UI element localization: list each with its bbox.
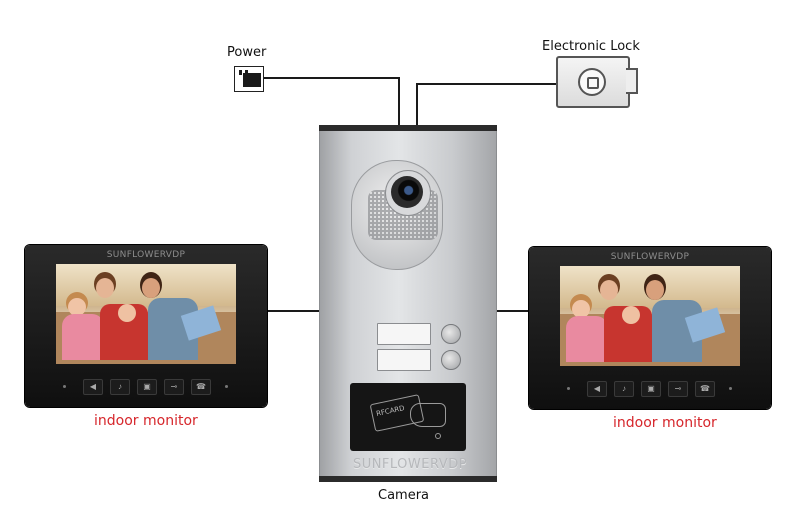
- panel-brand: SUNFLOWERVDP: [352, 457, 468, 472]
- volume-icon[interactable]: ◀: [587, 381, 607, 397]
- electronic-lock-icon: [556, 56, 638, 108]
- power-wire-vertical: [398, 77, 400, 127]
- talk-icon[interactable]: ♪: [614, 381, 634, 397]
- monitor-icon[interactable]: ▣: [137, 379, 157, 395]
- electronic-lock-label: Electronic Lock: [542, 39, 640, 54]
- indoor-monitor-left-label: indoor monitor: [94, 413, 198, 429]
- indoor-monitor-right: SUNFLOWERVDP ◀ ♪ ▣ ⊸ ☎: [529, 247, 771, 409]
- hand-icon: [410, 403, 446, 427]
- hangup-icon[interactable]: ☎: [695, 381, 715, 397]
- hangup-icon[interactable]: ☎: [191, 379, 211, 395]
- talk-icon[interactable]: ♪: [110, 379, 130, 395]
- monitor-screen: [56, 264, 236, 364]
- monitor-button-row: ◀ ♪ ▣ ⊸ ☎: [529, 381, 771, 399]
- indoor-monitor-left: SUNFLOWERVDP ◀ ♪ ▣ ⊸ ☎: [25, 245, 267, 407]
- call-button-2[interactable]: [441, 350, 461, 370]
- rfid-reader[interactable]: RFCARD: [350, 383, 466, 451]
- lock-wire-vertical: [416, 83, 418, 127]
- left-monitor-wire: [264, 310, 320, 312]
- monitor-icon[interactable]: ▣: [641, 381, 661, 397]
- monitor-brand: SUNFLOWERVDP: [106, 250, 186, 260]
- right-monitor-wire: [497, 310, 529, 312]
- volume-icon[interactable]: ◀: [83, 379, 103, 395]
- power-wire-horizontal: [262, 77, 400, 79]
- power-label: Power: [227, 45, 267, 60]
- indoor-monitor-right-label: indoor monitor: [613, 415, 717, 431]
- unlock-icon[interactable]: ⊸: [164, 379, 184, 395]
- name-plate-1: [377, 323, 431, 345]
- name-plate-2: [377, 349, 431, 371]
- lock-wire-horizontal: [416, 83, 558, 85]
- unlock-icon[interactable]: ⊸: [668, 381, 688, 397]
- camera-lens-icon: [391, 176, 423, 208]
- monitor-brand: SUNFLOWERVDP: [610, 252, 690, 262]
- monitor-button-row: ◀ ♪ ▣ ⊸ ☎: [25, 379, 267, 397]
- monitor-screen: [560, 266, 740, 366]
- call-button-1[interactable]: [441, 324, 461, 344]
- camera-label: Camera: [378, 488, 430, 503]
- rfid-led: [435, 433, 441, 439]
- power-socket-icon: [234, 66, 264, 92]
